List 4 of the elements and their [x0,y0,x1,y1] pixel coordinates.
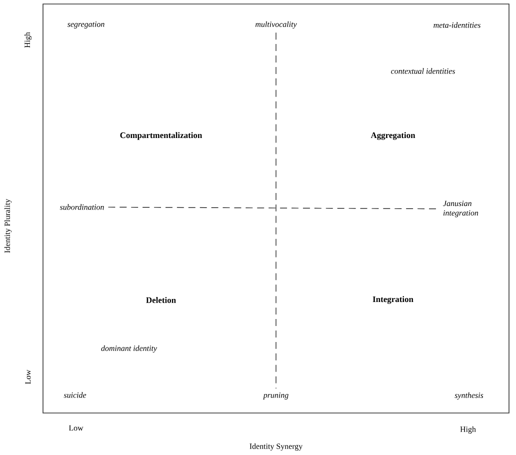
quadrant-label: Integration [372,296,414,304]
quadrant-label: Aggregation [370,132,416,140]
quadrant-label: Deletion [146,297,176,303]
quadrant-label: Compartmentalization [120,132,202,140]
